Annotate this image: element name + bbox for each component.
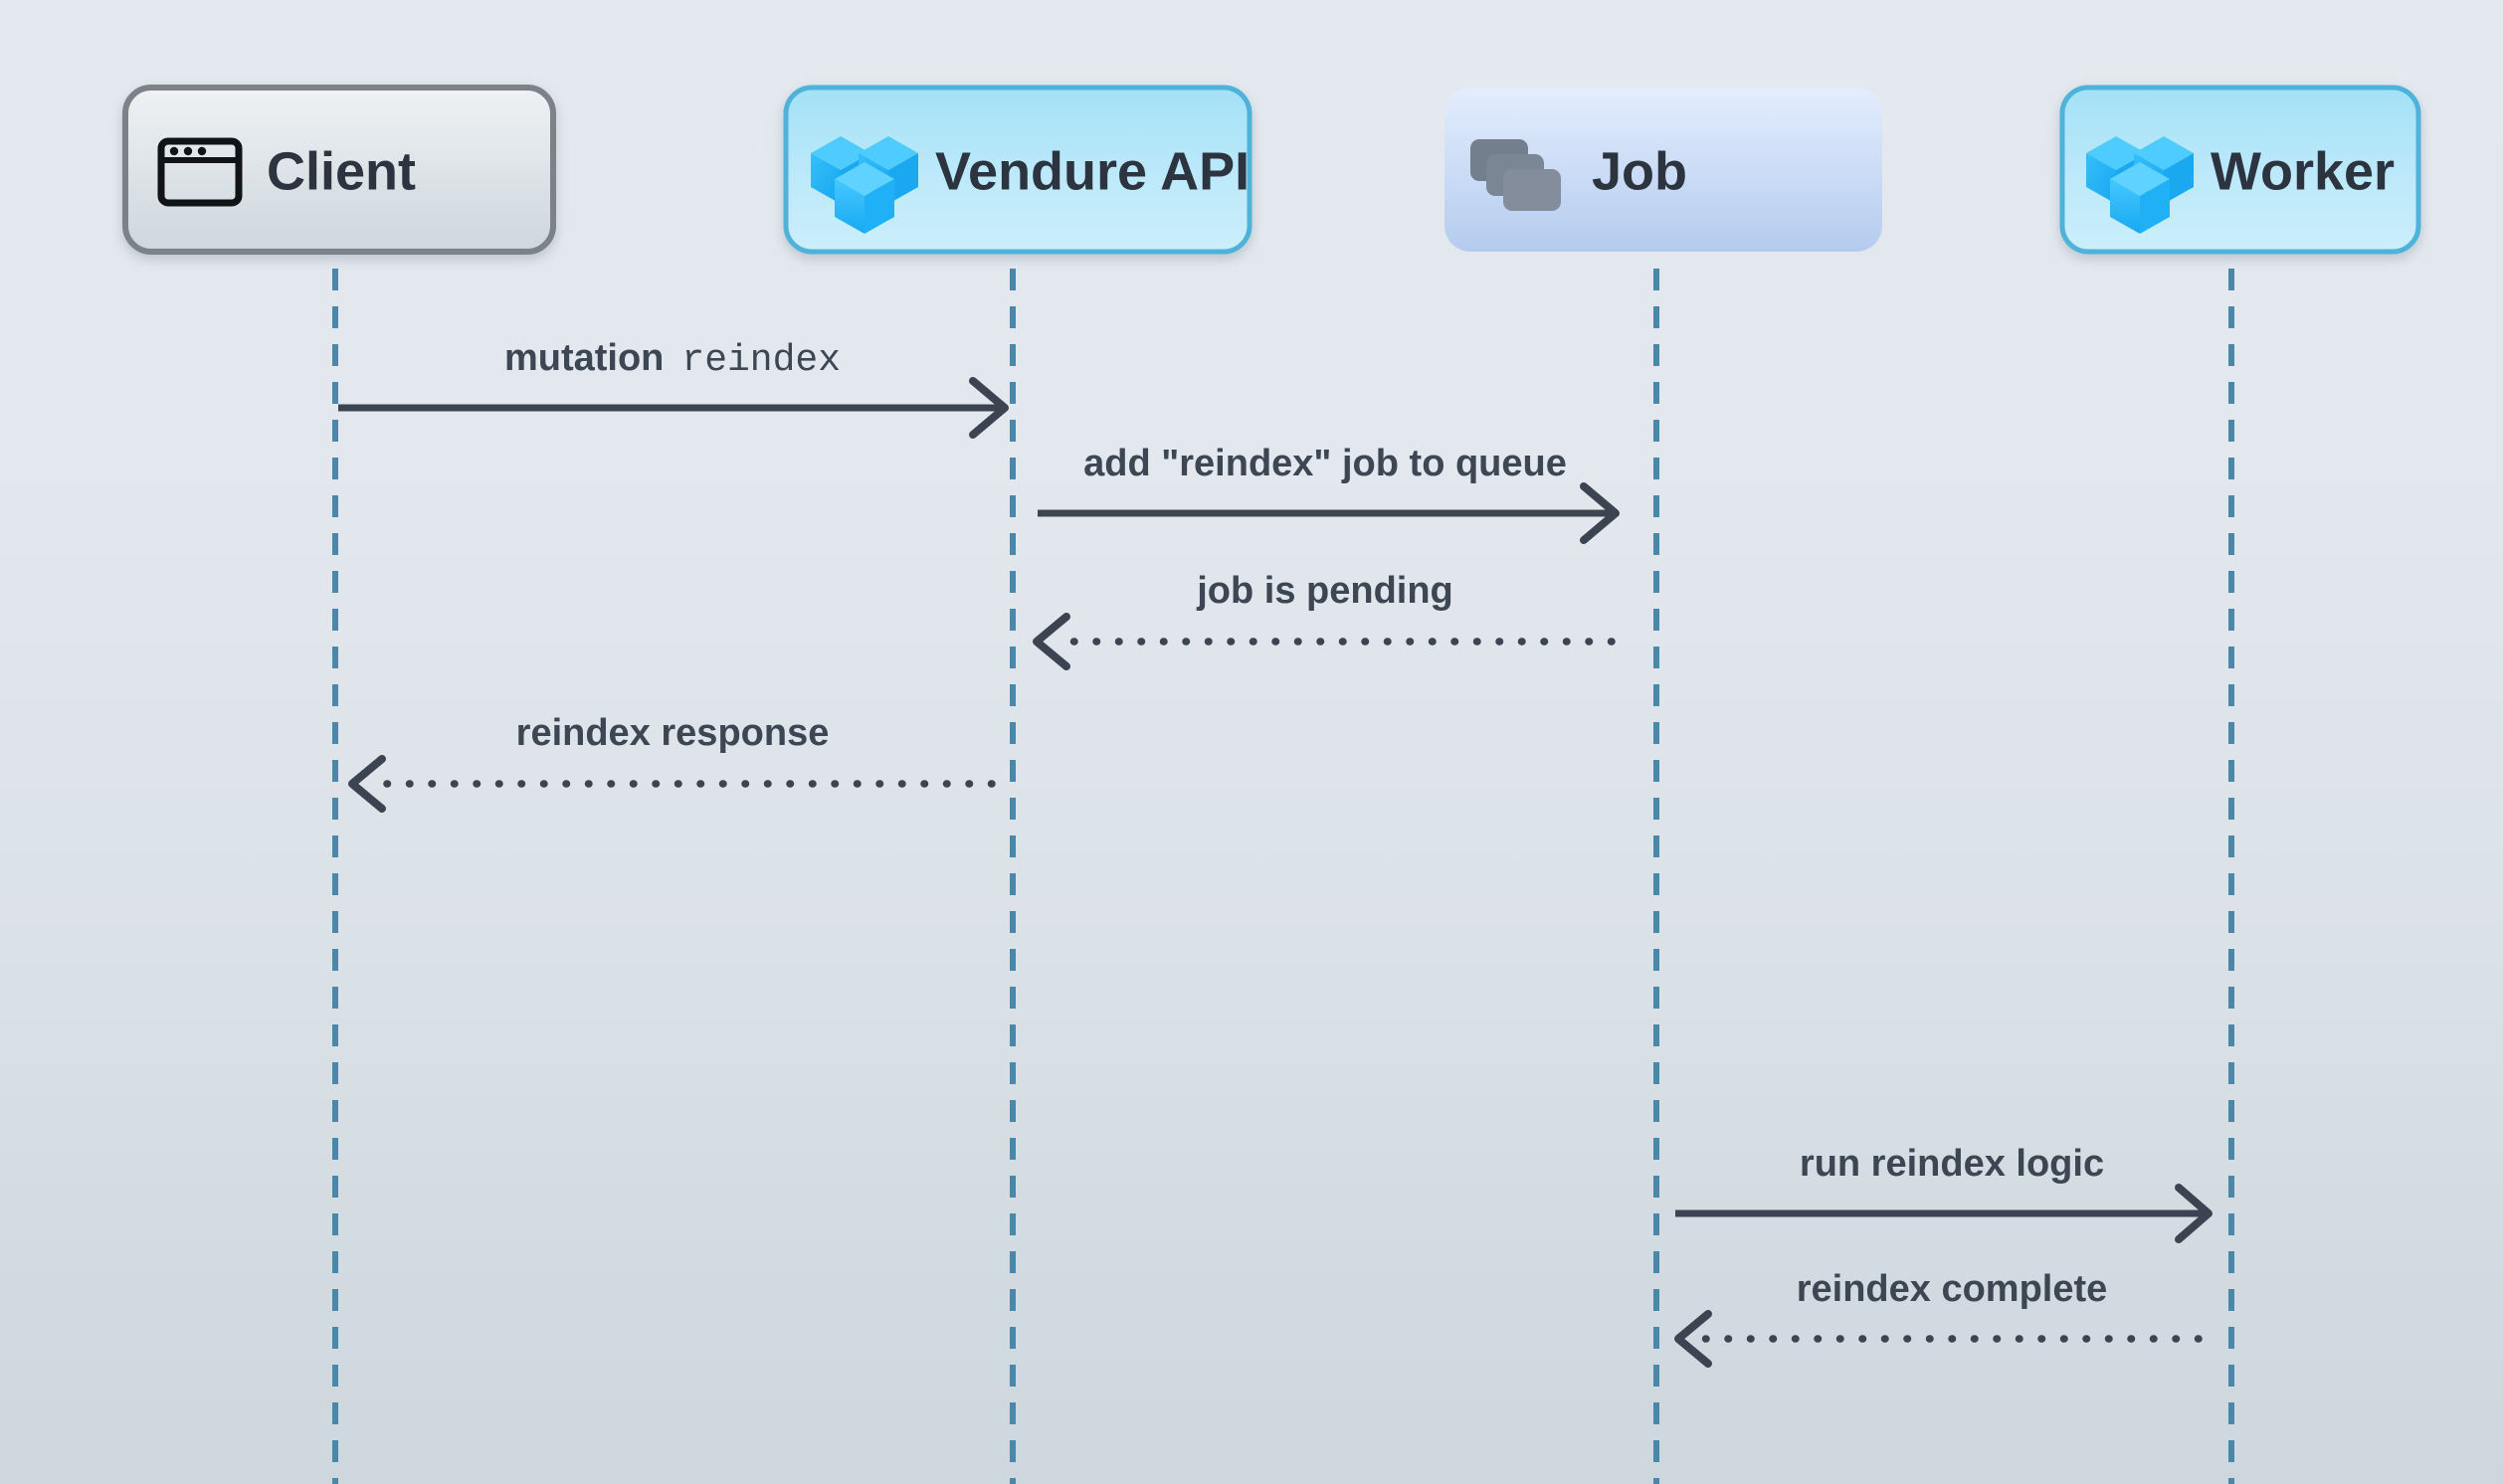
arrow-head-left xyxy=(348,755,386,813)
label-part-bold: mutation xyxy=(504,337,664,379)
vendure-cubes-icon xyxy=(2086,136,2194,234)
actor-job[interactable]: Job xyxy=(1444,88,1882,252)
stacked-cards-icon xyxy=(1470,139,1561,211)
message-label-mutation-reindex: mutation reindex xyxy=(504,337,841,382)
message-label-job-is-pending: job is pending xyxy=(1196,570,1453,612)
actor-job-label: Job xyxy=(1592,141,1687,201)
actor-client[interactable]: Client xyxy=(122,85,556,255)
actor-vendure-api[interactable]: Vendure API xyxy=(783,85,1252,255)
message-add-reindex-job-to-queue: add "reindex" job to queue xyxy=(1038,443,1620,544)
message-label-run-reindex-logic: run reindex logic xyxy=(1800,1143,2104,1185)
actor-worker-label: Worker xyxy=(2211,141,2395,201)
lifelines-group xyxy=(332,269,2234,1484)
message-job-is-pending: job is pending xyxy=(1033,570,1616,670)
message-run-reindex-logic: run reindex logic xyxy=(1675,1143,2213,1243)
message-reindex-response: reindex response xyxy=(348,712,996,813)
message-label-reindex-complete: reindex complete xyxy=(1797,1268,2108,1310)
actor-vendure-api-box[interactable] xyxy=(783,85,1252,255)
arrow-head-left xyxy=(1033,613,1070,670)
message-reindex-complete: reindex complete xyxy=(1674,1268,2203,1368)
arrow-head-right xyxy=(2175,1184,2213,1243)
label-part-code: reindex xyxy=(681,339,841,382)
message-mutation-reindex: mutation reindex xyxy=(338,337,1009,439)
actor-client-label: Client xyxy=(267,141,416,201)
actor-client-box[interactable] xyxy=(122,85,556,255)
arrow-head-left xyxy=(1674,1310,1712,1368)
actor-worker[interactable]: Worker xyxy=(2059,85,2421,255)
arrow-head-right xyxy=(1580,482,1620,544)
browser-window-icon xyxy=(157,137,243,207)
vendure-cubes-icon xyxy=(811,136,918,234)
arrow-head-right xyxy=(969,377,1009,439)
message-label-reindex-response: reindex response xyxy=(516,712,830,754)
message-label-add-reindex-job-to-queue: add "reindex" job to queue xyxy=(1083,443,1567,484)
actor-vendure-api-label: Vendure API xyxy=(935,141,1250,201)
